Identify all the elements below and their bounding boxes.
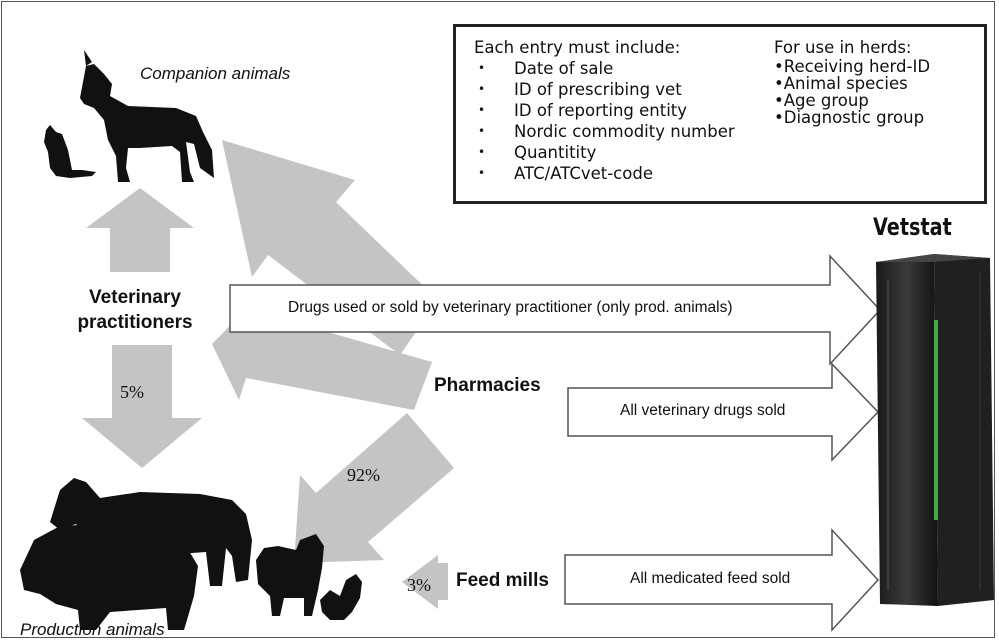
list-item: ID of prescribing vet xyxy=(474,79,735,100)
vetstat-server-icon xyxy=(876,254,994,606)
cat-silhouette-icon xyxy=(44,125,96,178)
dog-silhouette-icon xyxy=(80,50,214,182)
companion-animals-label: Companion animals xyxy=(140,64,291,83)
arrow-vet-to-production xyxy=(82,345,202,468)
list-item: Receiving herd-ID xyxy=(774,58,930,75)
entry-fields-heading: Each entry must include: xyxy=(474,38,681,57)
arrow-feedmills-to-production xyxy=(402,555,448,609)
required-fields-box: Each entry must include: Date of sale ID… xyxy=(453,24,987,204)
production-animals-label: Production animals xyxy=(20,620,165,639)
arrow-vet-to-companion xyxy=(86,188,194,272)
vetstat-label: Vetstat xyxy=(873,213,952,241)
arrow-feedmills-to-vetstat xyxy=(564,528,880,632)
arrow-vet-to-vetstat xyxy=(229,254,882,366)
pharmacies-to-production-percent: 92% xyxy=(347,465,380,485)
arrow-pharmacies-to-vetstat xyxy=(567,362,880,462)
herd-fields-column: For use in herds: Receiving herd-ID Anim… xyxy=(774,37,930,126)
pig-silhouette-icon xyxy=(20,524,198,630)
entry-fields-column: Each entry must include: Date of sale ID… xyxy=(474,37,735,184)
feed-mills-to-vetstat-text: All medicated feed sold xyxy=(630,570,791,587)
list-item: Animal species xyxy=(774,75,930,92)
list-item: Diagnostic group xyxy=(774,109,930,126)
veterinary-practitioners-label: Veterinary practitioners xyxy=(77,287,193,333)
herd-fields-list: Receiving herd-ID Animal species Age gro… xyxy=(774,58,930,126)
list-item: Nordic commodity number xyxy=(474,121,735,142)
vet-to-vetstat-text: Drugs used or sold by veterinary practit… xyxy=(288,299,733,316)
feed-mills-label: Feed mills xyxy=(456,570,549,591)
list-item: Quantitity xyxy=(474,142,735,163)
list-item: Age group xyxy=(774,92,930,109)
entry-fields-list: Date of sale ID of prescribing vet ID of… xyxy=(474,58,735,184)
list-item: ID of reporting entity xyxy=(474,100,735,121)
sheep-silhouette-icon xyxy=(256,534,324,616)
feed-mills-to-production-percent: 3% xyxy=(407,575,431,595)
arrow-pharmacies-to-production xyxy=(294,413,454,563)
pharmacies-label: Pharmacies xyxy=(434,375,541,396)
list-item: ATC/ATCvet-code xyxy=(474,163,735,184)
vet-to-production-percent: 5% xyxy=(120,382,144,402)
chicken-silhouette-icon xyxy=(320,574,362,620)
herd-fields-heading: For use in herds: xyxy=(774,38,912,57)
list-item: Date of sale xyxy=(474,58,735,79)
pharmacies-to-vetstat-text: All veterinary drugs sold xyxy=(620,402,786,419)
